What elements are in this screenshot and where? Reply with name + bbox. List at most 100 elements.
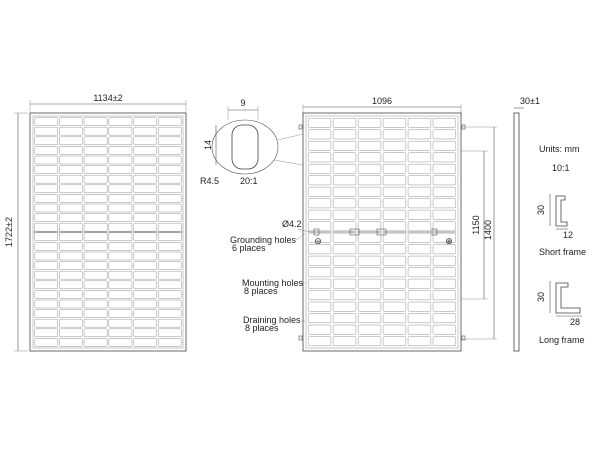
solar-cell	[158, 222, 182, 232]
front-view: 1134±2 1722±2	[4, 93, 187, 352]
solar-cell	[332, 198, 357, 209]
solar-cell	[432, 267, 457, 278]
solar-cell	[407, 163, 432, 174]
corner-detail: 9 14 R4.5 20:1	[200, 98, 304, 186]
detail-height-dim: 14	[203, 140, 213, 150]
solar-cell	[332, 290, 357, 301]
solar-cell	[307, 175, 332, 186]
solar-cell	[407, 336, 432, 347]
solar-cell	[407, 175, 432, 186]
solar-cell	[59, 280, 83, 290]
mounting-hole	[461, 335, 466, 341]
solar-cell	[108, 126, 133, 136]
solar-cell	[34, 280, 58, 290]
detail-leader-top	[277, 133, 304, 141]
solar-cell	[307, 221, 332, 232]
solar-cell	[59, 117, 83, 126]
short-frame-width: 12	[563, 230, 573, 240]
solar-cell	[158, 232, 182, 242]
solar-cell	[158, 136, 182, 146]
solar-cell	[83, 242, 108, 251]
solar-cell	[382, 324, 407, 335]
solar-cell	[432, 221, 457, 232]
solar-cell	[133, 136, 157, 146]
connector-right	[431, 228, 438, 236]
solar-cell	[382, 186, 407, 197]
solar-cell	[59, 270, 83, 280]
units-note: Units: mm	[539, 144, 580, 154]
solar-cell	[357, 198, 382, 209]
solar-cell	[34, 146, 58, 155]
solar-cell	[357, 255, 382, 266]
solar-cell	[83, 165, 108, 174]
solar-cell	[407, 255, 432, 266]
solar-cell	[357, 117, 382, 128]
mounting-hole	[298, 124, 303, 130]
front-panel-outline	[29, 112, 187, 352]
solar-cell	[158, 117, 182, 126]
solar-cell	[332, 313, 357, 324]
solar-cell	[382, 336, 407, 347]
solar-cell	[34, 136, 58, 146]
solar-cell	[332, 209, 357, 220]
frame-scale: 10:1	[552, 163, 570, 173]
solar-cell	[307, 186, 332, 197]
solar-cell	[332, 255, 357, 266]
solar-cell	[407, 152, 432, 163]
solar-cell	[83, 232, 108, 242]
solar-cell	[59, 184, 83, 194]
solar-cell	[158, 184, 182, 194]
solar-cell	[158, 213, 182, 222]
solar-cell	[407, 198, 432, 209]
solar-cell	[59, 328, 83, 338]
solar-cell	[108, 338, 133, 347]
solar-cell	[357, 278, 382, 289]
solar-cell	[307, 267, 332, 278]
mounting-holes-count: 8 places	[244, 286, 278, 296]
solar-cell	[59, 299, 83, 309]
solar-cell	[83, 318, 108, 328]
solar-cell	[34, 203, 58, 213]
long-frame-height: 30	[536, 292, 546, 302]
solar-cell	[108, 280, 133, 290]
solar-cell	[83, 213, 108, 222]
solar-cell	[34, 270, 58, 280]
front-cell-grid	[34, 117, 182, 347]
solar-cell	[34, 299, 58, 309]
mounting-holes-title: Mounting holes	[242, 278, 304, 288]
solar-cell	[432, 313, 457, 324]
solar-cell	[357, 232, 382, 243]
solar-cell	[307, 117, 332, 128]
solar-cell	[382, 140, 407, 151]
solar-cell	[432, 244, 457, 255]
solar-cell	[407, 267, 432, 278]
solar-cell	[133, 280, 157, 290]
solar-cell	[83, 309, 108, 318]
solar-cell	[382, 232, 407, 243]
solar-cell	[432, 175, 457, 186]
solar-cell	[133, 146, 157, 155]
solar-cell	[432, 290, 457, 301]
solar-cell	[34, 261, 58, 270]
solar-cell	[307, 163, 332, 174]
solar-cell	[108, 165, 133, 174]
solar-cell	[34, 184, 58, 194]
solar-cell	[34, 290, 58, 299]
long-frame-profile	[555, 282, 581, 314]
front-height-dim: 1722±2	[4, 217, 14, 247]
solar-cell	[133, 203, 157, 213]
solar-cell	[307, 209, 332, 220]
solar-cell	[108, 232, 133, 242]
solar-cell	[158, 194, 182, 203]
back-cell-grid	[307, 117, 457, 347]
solar-cell	[108, 136, 133, 146]
solar-cell	[133, 165, 157, 174]
solar-cell	[34, 155, 58, 165]
solar-cell	[34, 222, 58, 232]
solar-cell	[307, 324, 332, 335]
solar-cell	[83, 184, 108, 194]
draining-holes-title: Draining holes	[243, 315, 301, 325]
solar-cell	[34, 242, 58, 251]
solar-cell	[34, 194, 58, 203]
solar-cell	[432, 140, 457, 151]
